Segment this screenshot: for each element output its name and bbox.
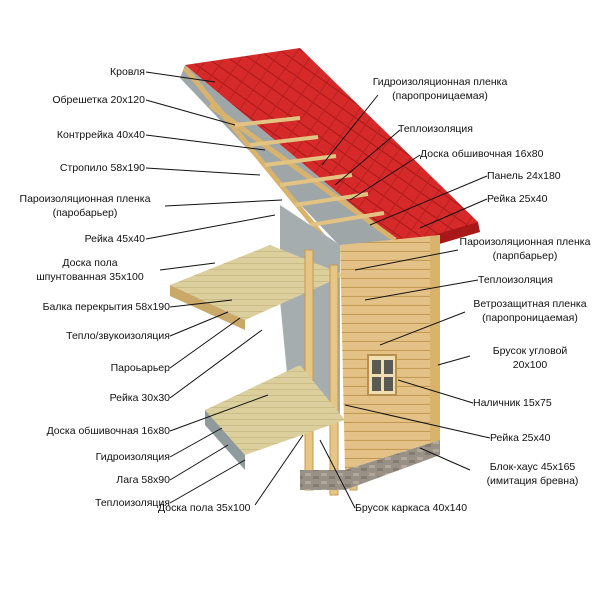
label-panel: Панель 24x180 (487, 170, 561, 182)
label-rail-45x40: Рейка 45x40 (84, 233, 145, 245)
label-wind-film-sub: (паропроницаемая) (482, 312, 578, 324)
label-corner-board-sub: 20x100 (512, 359, 548, 371)
label-block-house: Блок-хаус 45x165 (489, 461, 576, 473)
foundation (300, 440, 440, 490)
label-floor-board: Доска пола (62, 257, 118, 269)
label-floor-beam: Балка перекрытия 58x190 (42, 301, 170, 313)
label-roof-insulation: Теплоизоляция (398, 123, 473, 135)
label-corner-board: Брусок угловой (492, 345, 568, 357)
label-wind-film: Ветрозащитная пленка (473, 298, 587, 310)
label-sound-insulation: Тепло/звукоизоляция (66, 330, 170, 342)
label-floor-board-sub: шпунтованная 35x100 (36, 271, 144, 283)
label-vapor-barrier: Пароьарьер (110, 362, 170, 374)
label-rail-30x30: Рейка 30x30 (109, 392, 170, 404)
label-joist: Лага 58x90 (116, 474, 170, 486)
attic-floor-board (170, 245, 345, 320)
label-block-house-sub: (имитация бревна) (486, 475, 579, 487)
label-trim: Наличник 15x75 (473, 397, 552, 409)
label-cladding-board: Доска обшивочная 16x80 (46, 425, 170, 437)
exterior-siding-wall (340, 235, 440, 470)
label-vapor-film-sub: (паробарьер) (52, 207, 118, 219)
label-roofing: Кровля (110, 66, 145, 78)
label-frame-bar: Брусок каркаса 40x140 (355, 502, 468, 514)
label-ground-floor-board: Доска пола 35x100 (158, 502, 251, 514)
label-vapor-film-right-sub: (парпбарьер) (492, 250, 558, 262)
label-waterproof-film-sub: (паропроницаемая) (392, 90, 488, 102)
label-waterproofing: Гидроизоляция (95, 451, 170, 463)
window (367, 354, 397, 396)
attic-floor-beam (170, 285, 245, 330)
label-rail-25x40-top: Рейка 25x40 (487, 193, 548, 205)
label-vapor-film: Пароизоляционная пленка (19, 193, 151, 205)
ground-floor-board (205, 365, 345, 455)
label-thermal-insulation: Теплоизоляция (95, 497, 170, 509)
roof-covering (185, 48, 478, 245)
label-vapor-film-right: Пароизоляционная пленка (459, 236, 591, 248)
label-counter-batten: Контррейка 40x40 (56, 129, 145, 141)
floor-insulation (205, 410, 245, 470)
label-roof-cladding: Доска обшивочная 16x80 (420, 148, 544, 160)
label-batten: Обрешетка 20x120 (52, 94, 145, 106)
label-rafter: Стропило 58x190 (59, 162, 145, 174)
label-rail-25x40-bottom: Рейка 25x40 (490, 432, 551, 444)
label-wall-insulation: Теплоизоляция (478, 274, 553, 286)
label-waterproof-film: Гидроизоляционная пленка (372, 76, 508, 88)
